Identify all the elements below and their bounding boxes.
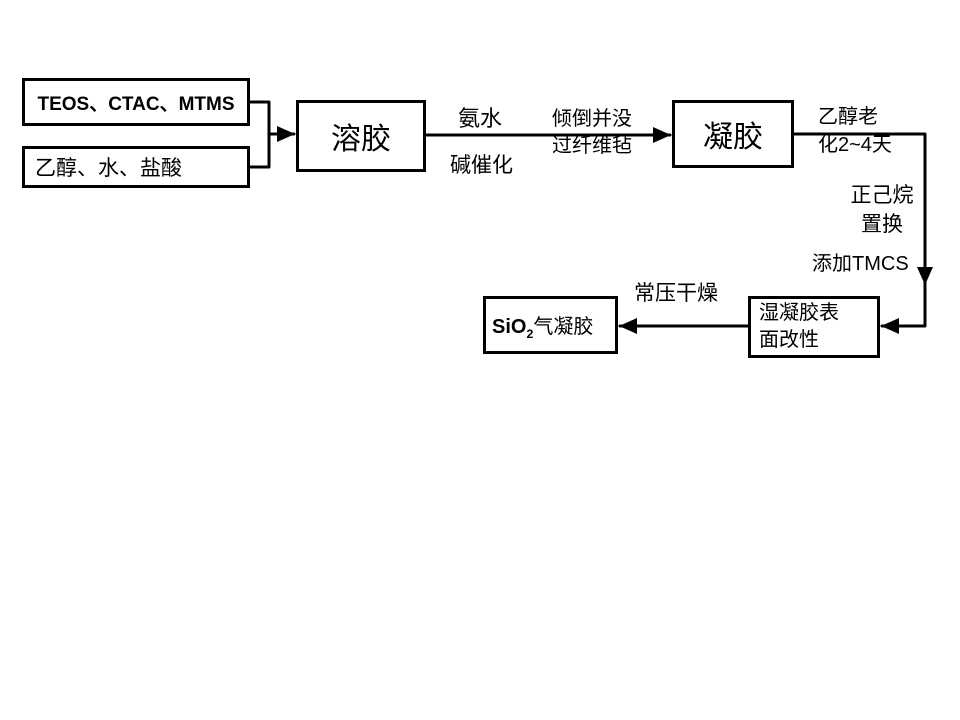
label-ammonia: 氨水	[458, 106, 503, 131]
box-aerogel: SiO2气凝胶	[483, 296, 618, 354]
aerogel-formula-subscript: 2	[526, 326, 534, 341]
aerogel-suffix: 气凝胶	[533, 315, 594, 338]
label-ambient-drying: 常压干燥	[634, 282, 718, 305]
label-pour-over-felt: 倾倒并没 过纤维毡	[552, 108, 632, 157]
box-gel: 凝胶	[672, 100, 794, 168]
aerogel-formula: SiO	[492, 315, 527, 338]
arrow-exchange-to-wetgel	[880, 280, 927, 334]
bracket-connector	[248, 100, 271, 169]
label-add-tmcs: 添加TMCS	[812, 253, 909, 275]
aerogel-label: SiO2气凝胶	[492, 310, 593, 341]
box-solvents: 乙醇、水、盐酸	[22, 146, 250, 188]
box-sol: 溶胶	[296, 100, 426, 172]
label-ethanol-aging: 乙醇老 化2~4天	[818, 106, 892, 156]
box-precursors: TEOS、CTAC、MTMS	[22, 78, 250, 126]
label-base-catalysis: 碱催化	[450, 154, 513, 177]
box-wet-gel-modification: 湿凝胶表 面改性	[748, 296, 880, 358]
label-hexane-exchange: 正己烷 置换	[850, 184, 914, 236]
arrow-gel-to-exchange	[792, 132, 933, 286]
